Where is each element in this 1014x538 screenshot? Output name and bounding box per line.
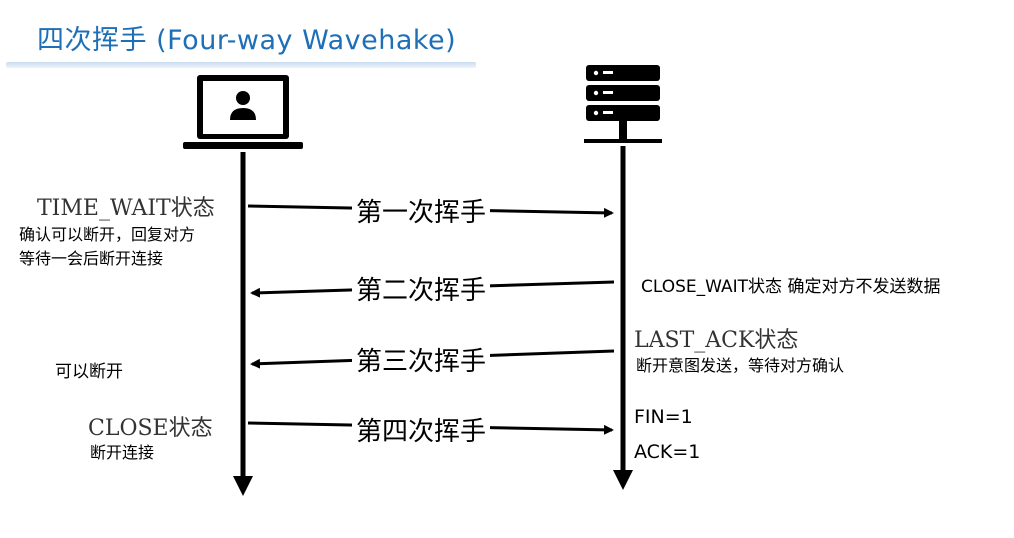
step-4-label: 第四次挥手 (352, 411, 491, 448)
last-ack-state: LAST_ACK状态 (634, 328, 799, 353)
step-1-label: 第一次挥手 (352, 192, 491, 229)
server-rack-icon (584, 65, 662, 143)
page-title: 四次挥手 (Four-way Wavehake) (37, 25, 457, 56)
time-wait-note-2: 等待一会后断开连接 (19, 249, 164, 268)
close-wait-state: CLOSE_WAIT状态 确定对方不发送数据 (641, 277, 941, 297)
fin-flag: FIN=1 (634, 406, 693, 428)
step-2-label: 第二次挥手 (352, 270, 491, 307)
step-3-label: 第三次挥手 (352, 341, 491, 378)
can-disconnect-note: 可以断开 (55, 362, 123, 382)
title-underline (6, 62, 476, 68)
close-note: 断开连接 (90, 443, 155, 462)
time-wait-state: TIME_WAIT状态 (37, 196, 215, 221)
last-ack-note: 断开意图发送，等待对方确认 (636, 356, 845, 375)
ack-flag: ACK=1 (634, 441, 701, 463)
laptop-user-icon (183, 75, 303, 149)
time-wait-note-1: 确认可以断开，回复对方 (19, 225, 196, 244)
close-state: CLOSE状态 (88, 416, 213, 441)
